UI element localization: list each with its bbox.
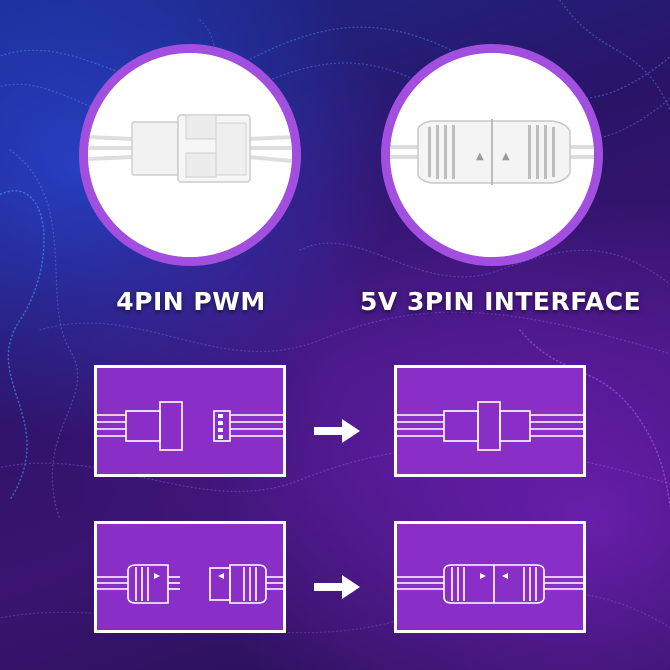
diagram-3pin-disconnected (94, 521, 286, 633)
3pin-connector-illustration: ▲ ▲ (390, 53, 594, 257)
right-arrow-icon (312, 572, 362, 606)
diagram-3pin-connected (394, 521, 586, 633)
svg-text:▲: ▲ (476, 151, 484, 162)
diagram-4pin-disconnected (94, 365, 286, 477)
connector-photo-4pin (79, 44, 301, 266)
4pin-connector-illustration (88, 53, 292, 257)
diagram-4pin-disconnected-drawing (97, 401, 283, 451)
svg-text:▲: ▲ (502, 151, 510, 162)
diagram-4pin-connected (394, 365, 586, 477)
caption-5v-3pin-interface: 5V 3PIN INTERFACE (360, 287, 642, 316)
caption-4pin-pwm: 4PIN PWM (116, 287, 266, 316)
right-arrow-icon (312, 416, 362, 450)
diagram-3pin-connected-drawing (397, 564, 583, 604)
connector-photo-3pin: ▲ ▲ (381, 44, 603, 266)
diagram-3pin-disconnected-drawing (97, 564, 283, 604)
diagram-4pin-connected-drawing (397, 401, 583, 451)
